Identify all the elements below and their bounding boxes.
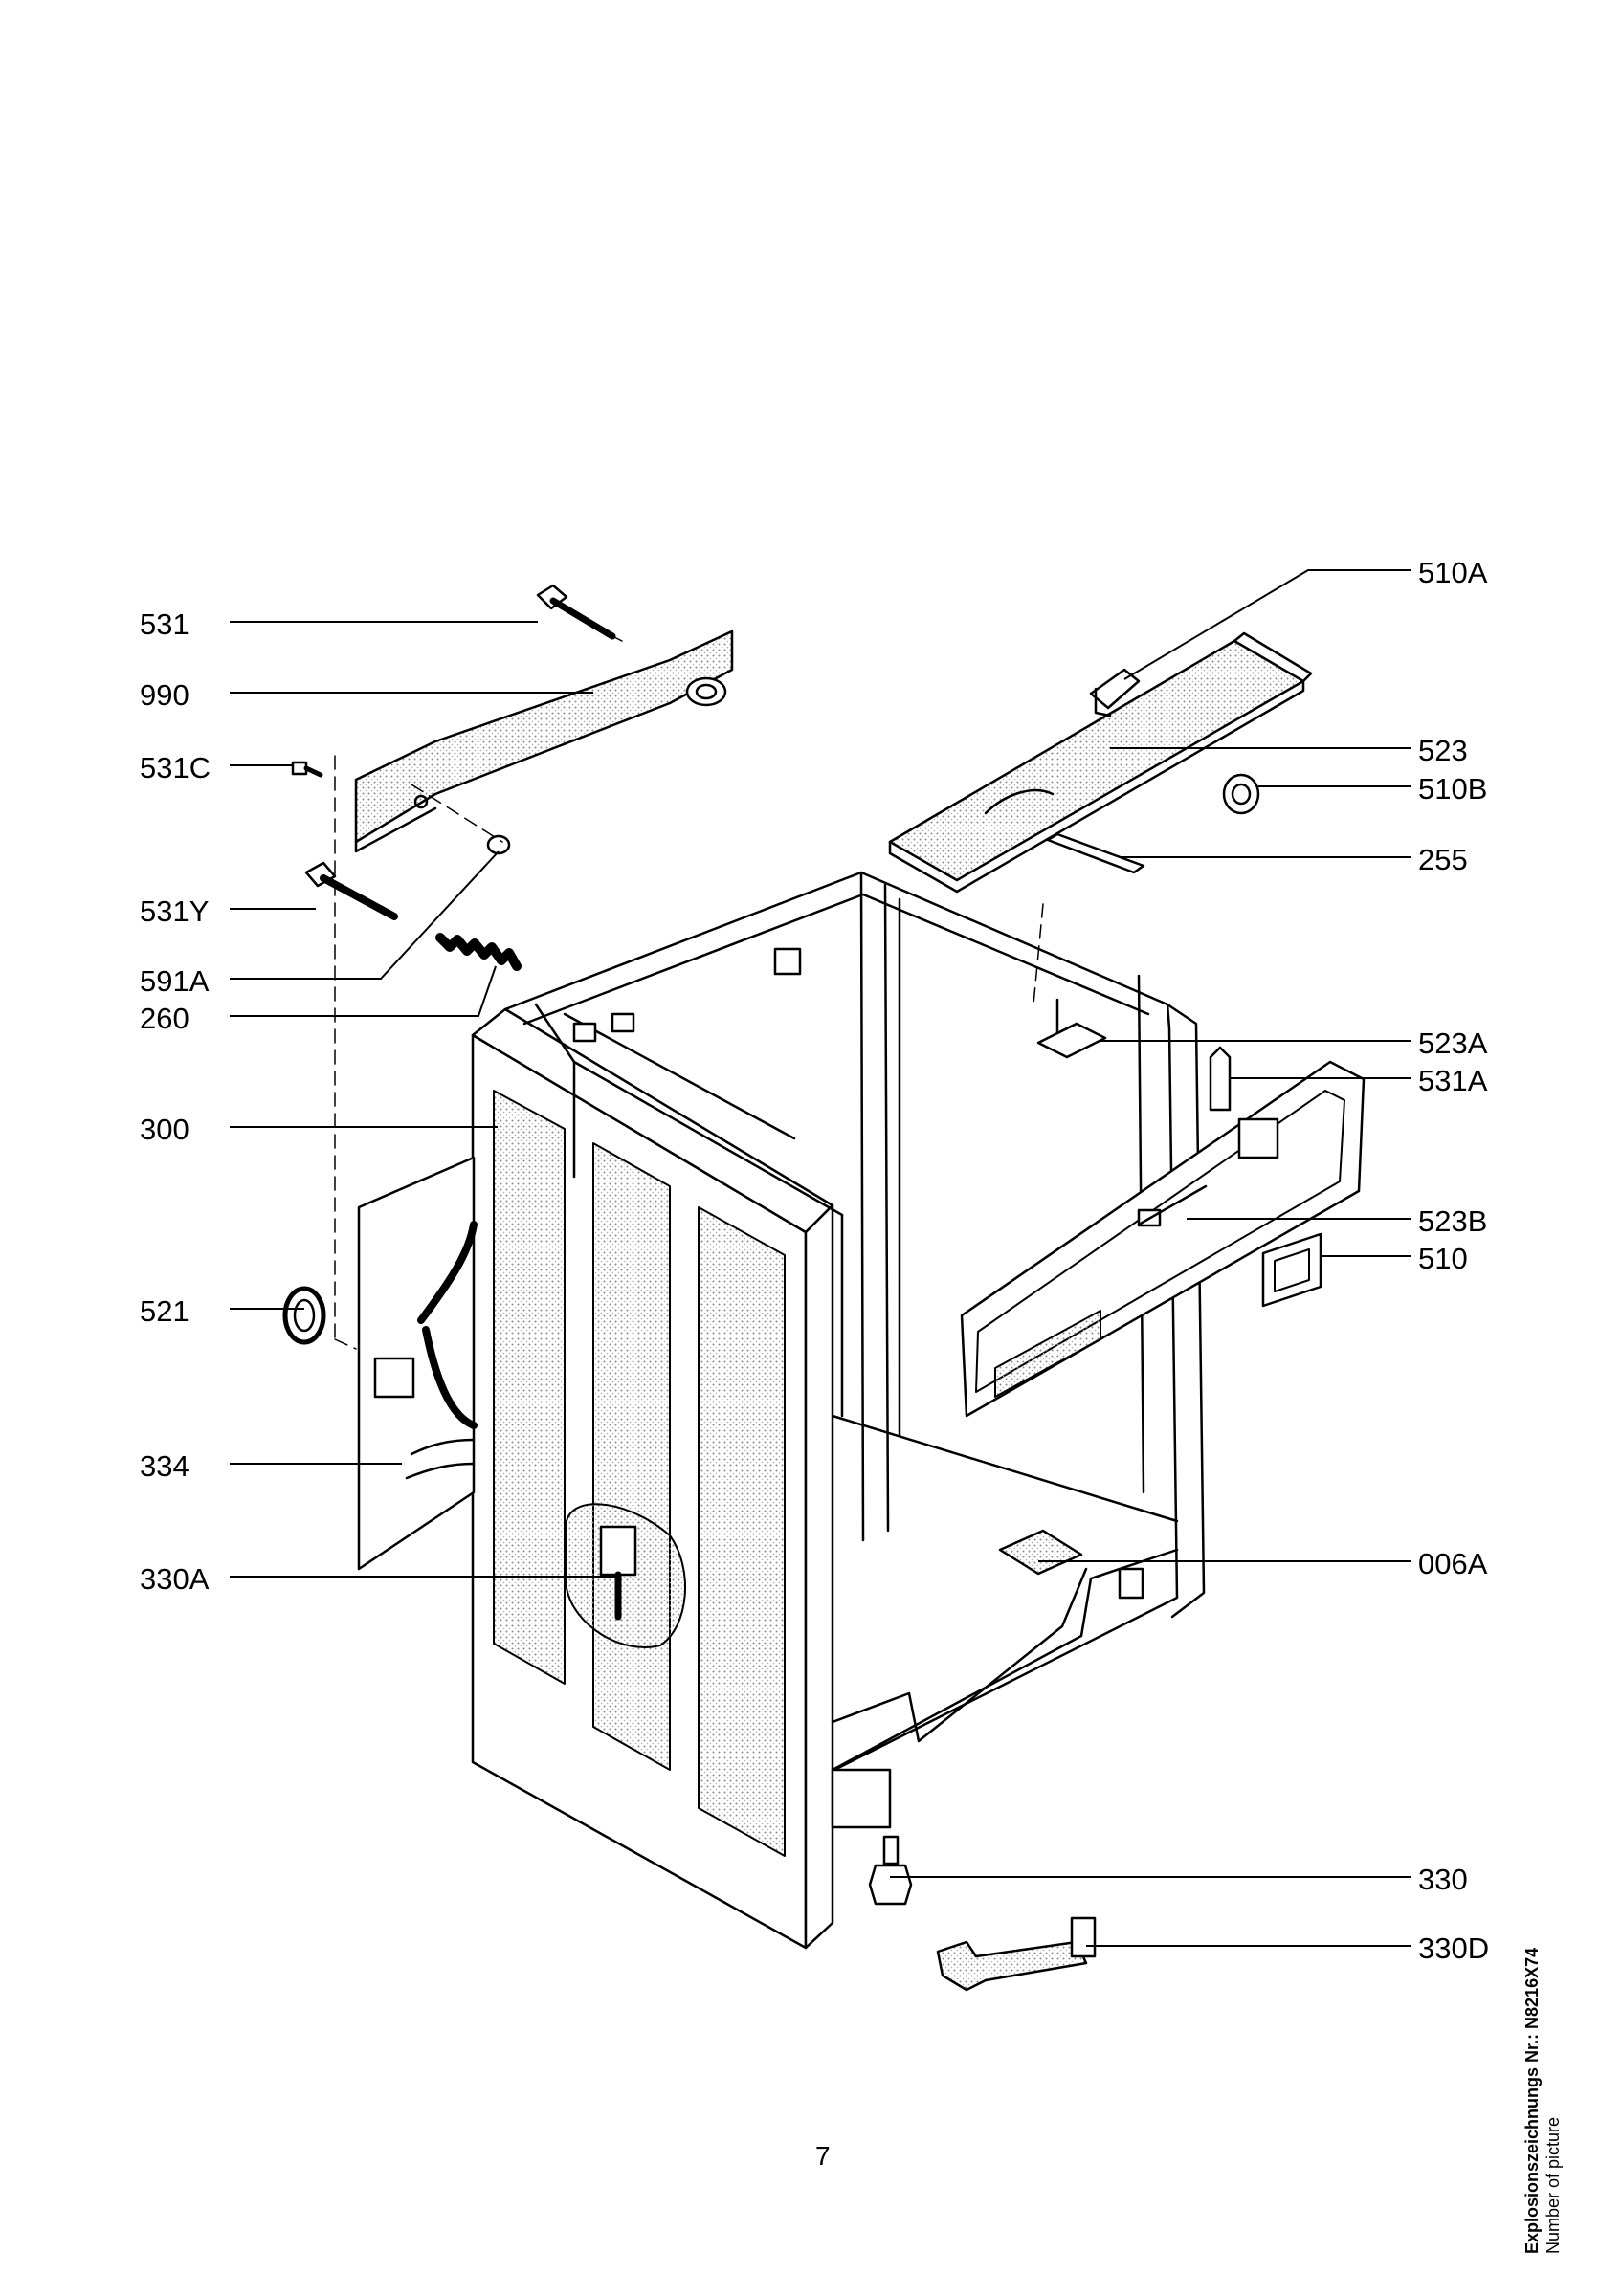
callout-531: 531 <box>140 607 189 641</box>
bolt-531 <box>536 584 616 640</box>
callout-510: 510 <box>1418 1242 1468 1275</box>
rail-255 <box>1046 832 1145 874</box>
callout-255: 255 <box>1418 843 1468 876</box>
callout-531a: 531A <box>1418 1064 1488 1097</box>
washer-591a <box>486 834 511 855</box>
callout-006a: 006A <box>1418 1547 1488 1580</box>
callout-990: 990 <box>140 678 189 712</box>
window-510 <box>1261 1232 1322 1308</box>
callout-531y: 531Y <box>140 894 210 928</box>
back-panel-334 <box>357 1156 478 1571</box>
callout-531c: 531C <box>140 751 211 784</box>
hinge-510a <box>1089 668 1141 710</box>
callout-523a: 523A <box>1418 1027 1488 1060</box>
screw-531c <box>291 761 323 778</box>
foot-330 <box>868 1835 913 1906</box>
callout-260: 260 <box>140 1002 189 1035</box>
foot-330a <box>566 1503 686 1648</box>
callout-300: 300 <box>140 1113 189 1146</box>
bracket-006a <box>998 1529 1083 1576</box>
callout-510a: 510A <box>1418 556 1488 589</box>
control-panel-523b <box>960 1060 1366 1418</box>
top-panel-523 <box>888 631 1313 894</box>
clip-531a <box>1209 1046 1232 1112</box>
picture-number-line2: Number of picture <box>1544 2116 1563 2254</box>
hinge-510b <box>1222 773 1260 815</box>
callout-330d: 330D <box>1418 1932 1490 1965</box>
callout-591a: 591A <box>140 964 210 998</box>
hose-clip-521 <box>282 1286 326 1345</box>
callout-510b: 510B <box>1418 772 1488 806</box>
bracket-523a <box>1036 1022 1107 1059</box>
bolt-531y <box>304 861 398 920</box>
crossbar-990 <box>354 629 734 853</box>
page-number: 7 <box>815 2141 831 2171</box>
wrench-330d <box>936 1916 1097 1992</box>
callout-523b: 523B <box>1418 1204 1488 1238</box>
callout-330a: 330A <box>140 1562 210 1596</box>
picture-number: Explosionszeichnungs Nr.: N8216X74 Numbe… <box>1522 1948 1564 2254</box>
callout-523: 523 <box>1418 734 1468 767</box>
picture-number-line1: Explosionszeichnungs Nr.: N8216X74 <box>1522 1947 1542 2254</box>
spring-260 <box>435 933 522 971</box>
callout-521: 521 <box>140 1294 189 1328</box>
callout-334: 334 <box>140 1449 189 1483</box>
callout-330: 330 <box>1418 1863 1468 1896</box>
